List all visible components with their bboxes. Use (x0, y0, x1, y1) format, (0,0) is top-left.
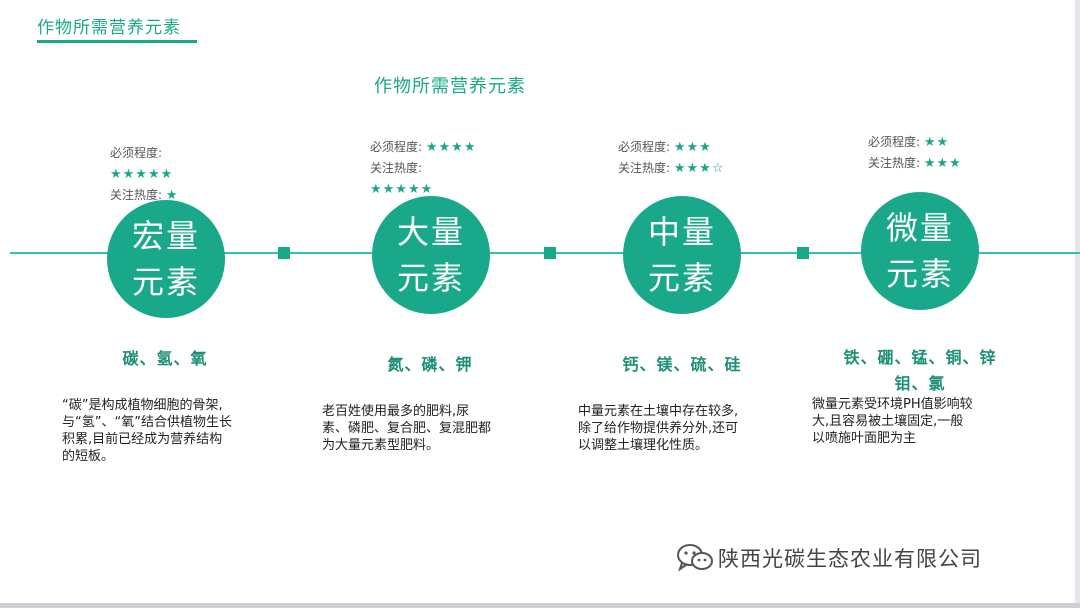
attention-row: 关注热度: ★★★ (868, 153, 962, 174)
attention-label: 关注热度: (370, 161, 423, 175)
desc-line: 以调整土壤理化性质。 (578, 438, 709, 453)
desc-macro: “碳”是构成植物细胞的骨架, 与“氢”、“氧”结合供植物生长 积累,目前已经成为… (62, 397, 292, 465)
timeline-connector-1 (278, 247, 290, 259)
desc-trace: 微量元素受环境PH值影响较 大,且容易被土壤固定,一般 以喷施叶面肥为主 (812, 396, 1037, 447)
slide-header-title: 作物所需营养元素 (37, 18, 181, 38)
desc-major: 老百姓使用最多的肥料,尿 素、磷肥、复合肥、复混肥都 为大量元素型肥料。 (322, 403, 547, 454)
watermark: 陕西光碳生态农业有限公司 (676, 543, 982, 573)
elements-line1: 铁、硼、锰、铜、锌 (843, 348, 997, 367)
circle-macro-elements: 宏量 元素 (107, 200, 225, 318)
circle-major-elements: 大量 元素 (372, 196, 490, 314)
desc-line: 除了给作物提供养分外,还可 (578, 421, 739, 436)
required-label: 必须程度: (868, 135, 921, 149)
elements-major: 氮、磷、钾 (387, 355, 473, 374)
desc-line: “碳”是构成植物细胞的骨架, (62, 398, 223, 413)
circle-text-line1: 微量 (885, 209, 954, 247)
desc-line: 与“氢”、“氧”结合供植物生长 (62, 415, 232, 430)
timeline-connector-3 (797, 247, 809, 259)
circle-text-line1: 大量 (396, 213, 465, 251)
desc-line: 的短板。 (62, 449, 115, 464)
header-underline (37, 40, 197, 43)
required-label: 必须程度: (110, 146, 163, 160)
elements-trace: 铁、硼、锰、铜、锌 钼、氯 (830, 345, 1010, 397)
required-row: 必须程度: ★★★ (618, 137, 725, 158)
circle-text-line1: 宏量 (131, 217, 200, 255)
bottom-border (0, 603, 1080, 608)
desc-line: 大,且容易被土壤固定,一般 (812, 414, 964, 429)
circle-text-line2: 元素 (647, 259, 716, 297)
desc-line: 素、磷肥、复合肥、复混肥都 (322, 421, 492, 436)
elements-macro: 碳、氢、氧 (122, 349, 208, 368)
attention-stars: ★★★★★ (370, 182, 434, 197)
attention-label: 关注热度: (110, 188, 163, 202)
rating-block-medium: 必须程度: ★★★ 关注热度: ★★★☆ (618, 137, 725, 179)
required-row: 必须程度: ★★★★ (370, 137, 477, 158)
required-stars: ★★★★ (425, 140, 477, 155)
attention-label: 关注热度: (618, 161, 671, 175)
required-stars: ★★★★★ (110, 167, 174, 182)
desc-line: 中量元素在土壤中存在较多, (578, 404, 739, 419)
attention-stars: ★★★ (923, 156, 962, 171)
circle-text-line2: 元素 (131, 263, 200, 301)
circle-medium-elements: 中量 元素 (623, 196, 741, 314)
desc-line: 微量元素受环境PH值影响较 (812, 397, 973, 412)
circle-text-line2: 元素 (885, 255, 954, 293)
timeline-connector-2 (544, 247, 556, 259)
attention-row: 关注热度: ★ (110, 185, 179, 206)
required-row: 必须程度: ★★ (868, 132, 962, 153)
required-label: 必须程度: (618, 140, 671, 154)
desc-line: 积累,目前已经成为营养结构 (62, 432, 223, 447)
rating-block-trace: 必须程度: ★★ 关注热度: ★★★ (868, 132, 962, 174)
attention-stars: ★ (165, 188, 179, 203)
watermark-text: 陕西光碳生态农业有限公司 (718, 547, 982, 571)
wechat-icon (677, 544, 713, 572)
required-stars: ★★ (923, 135, 950, 150)
desc-line: 为大量元素型肥料。 (322, 438, 440, 453)
elements-medium: 钙、镁、硫、硅 (622, 355, 742, 374)
rating-block-macro: 必须程度: ★★★★★ 关注热度: ★ (110, 143, 179, 206)
circle-text-line1: 中量 (647, 213, 716, 251)
rating-block-major: 必须程度: ★★★★ 关注热度: ★★★★★ (370, 137, 477, 200)
desc-medium: 中量元素在土壤中存在较多, 除了给作物提供养分外,还可 以调整土壤理化性质。 (578, 403, 798, 454)
desc-line: 以喷施叶面肥为主 (812, 431, 917, 446)
desc-line: 老百姓使用最多的肥料,尿 (322, 404, 470, 419)
right-border (1075, 0, 1080, 608)
circle-trace-elements: 微量 元素 (861, 192, 979, 310)
circle-text-line2: 元素 (396, 259, 465, 297)
attention-label: 关注热度: (868, 156, 921, 170)
attention-row: 关注热度: ★★★☆ (618, 158, 725, 179)
required-label: 必须程度: (370, 140, 423, 154)
main-title: 作物所需营养元素 (374, 76, 526, 97)
required-stars: ★★★ (673, 140, 712, 155)
elements-line2: 钼、氯 (894, 374, 946, 393)
attention-stars: ★★★☆ (673, 161, 725, 176)
